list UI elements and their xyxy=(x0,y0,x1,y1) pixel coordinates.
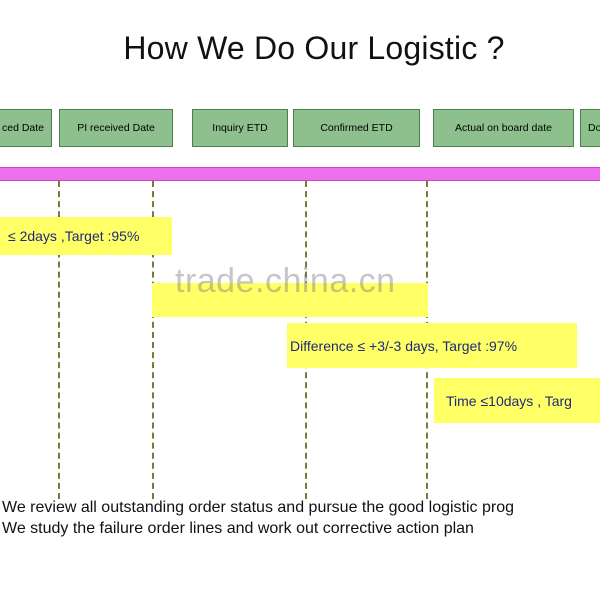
note-line-1: We review all outstanding order status a… xyxy=(2,499,515,516)
kpi-transit-time: Time ≤10days , Targ xyxy=(434,378,600,423)
page-title: How We Do Our Logistic ? xyxy=(123,30,505,66)
kpi-text: ≤ 2days ,Target :95% xyxy=(8,228,140,244)
guide-line-inquiry xyxy=(152,181,154,499)
watermark: trade.china.cn xyxy=(175,262,396,300)
stage-delivery-date: Do xyxy=(580,109,600,147)
stage-confirmed-etd: Confirmed ETD xyxy=(293,109,420,147)
stage-label: PI received Date xyxy=(77,122,155,134)
stage-inquiry-etd: Inquiry ETD xyxy=(192,109,288,147)
stage-placed-date: ced Date xyxy=(0,109,52,147)
stage-label: Do xyxy=(588,122,600,134)
note-line-2: We study the failure order lines and wor… xyxy=(2,520,474,537)
stage-label: Confirmed ETD xyxy=(320,122,393,134)
kpi-inquiry-span xyxy=(152,283,428,317)
stage-actual-on-board-date: Actual on board date xyxy=(433,109,574,147)
kpi-etd-difference: Difference ≤ +3/-3 days, Target :97% xyxy=(287,323,577,368)
guide-line-pi xyxy=(58,181,60,499)
stage-label: Actual on board date xyxy=(455,122,552,134)
kpi-text: Difference ≤ +3/-3 days, Target :97% xyxy=(290,337,518,354)
timeline-bar xyxy=(0,167,600,181)
stage-label: ced Date xyxy=(1,122,45,134)
stage-pi-received-date: PI received Date xyxy=(59,109,173,147)
kpi-pi-response: ≤ 2days ,Target :95% xyxy=(0,217,172,255)
stage-label: Inquiry ETD xyxy=(212,122,268,134)
kpi-text: Time ≤10days , Targ xyxy=(446,392,572,409)
